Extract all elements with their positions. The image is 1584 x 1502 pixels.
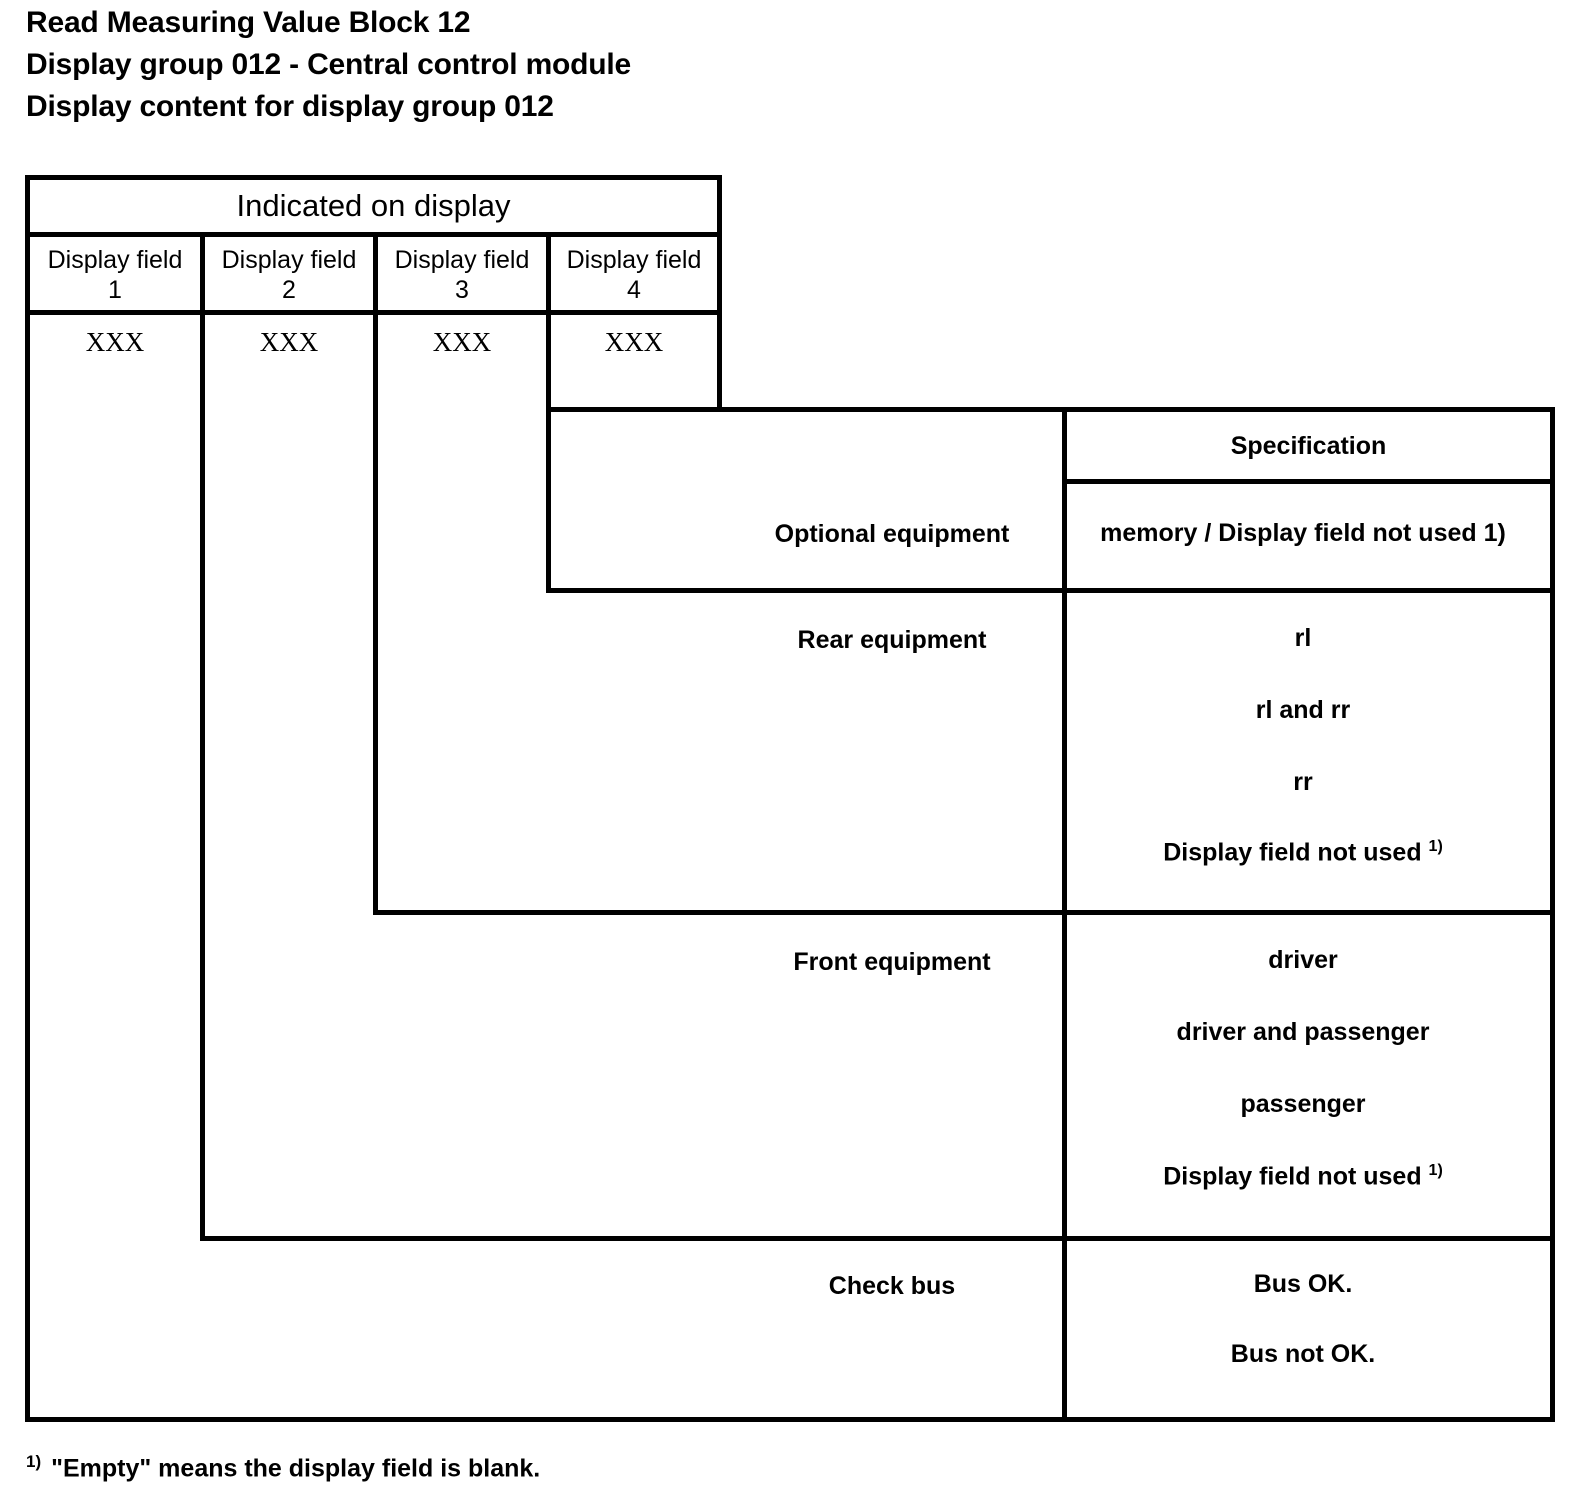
display-field-value-4: XXX <box>604 327 664 357</box>
spec-value-rear-1: rl <box>1067 624 1539 653</box>
display-field-label-2: Display field <box>221 245 357 274</box>
spec-text: rr <box>1293 768 1313 796</box>
spec-text: driver <box>1268 946 1338 974</box>
row-label-front-equipment: Front equipment <box>793 948 991 976</box>
document-heading: Read Measuring Value Block 12 Display gr… <box>26 2 1326 128</box>
group-header-indicated-on-display: Indicated on display <box>236 188 511 223</box>
display-field-label-3: Display field <box>394 245 530 274</box>
spec-value-rear-4: Display field not used 1) <box>1067 838 1539 867</box>
spec-text: memory / Display field not used 1) <box>1100 519 1506 547</box>
border-h-table-bottom <box>25 1417 1555 1422</box>
spec-text: Bus not OK. <box>1230 1340 1376 1368</box>
display-field-header-4: Display field 4 <box>551 239 717 310</box>
spec-value-front-1: driver <box>1067 946 1539 975</box>
footnote-marker: 1) <box>1428 838 1443 855</box>
border-v-col4-right <box>717 175 722 412</box>
display-field-number-1: 1 <box>108 275 122 304</box>
display-field-number-2: 2 <box>282 275 296 304</box>
border-h-optional-rear <box>546 588 1555 593</box>
display-field-value-1: XXX <box>85 327 145 357</box>
spec-text: passenger <box>1240 1090 1366 1118</box>
footnote-marker: 1) <box>26 1452 42 1471</box>
border-h-header-mid <box>25 232 722 237</box>
spec-value-rear-3: rr <box>1067 768 1539 797</box>
border-h-spec-header <box>1062 479 1555 484</box>
display-field-header-3: Display field 3 <box>378 239 546 310</box>
spec-text: rl and rr <box>1255 696 1351 724</box>
display-field-label-4: Display field <box>566 245 702 274</box>
heading-line-1: Read Measuring Value Block 12 <box>26 6 471 39</box>
spec-value-checkbus-2: Bus not OK. <box>1067 1340 1539 1369</box>
spec-value-rear-2: rl and rr <box>1067 696 1539 725</box>
heading-line-2: Display group 012 - Central control modu… <box>26 48 632 81</box>
spec-text: driver and passenger <box>1176 1018 1430 1046</box>
row-label-optional-equipment: Optional equipment <box>774 520 1010 548</box>
spec-value-front-3: passenger <box>1067 1090 1539 1119</box>
border-v-table-right <box>1550 407 1555 1422</box>
border-h-rear-front <box>373 910 1555 915</box>
border-v-col1-col2 <box>200 237 205 1241</box>
row-label-rear-equipment: Rear equipment <box>797 626 987 654</box>
spec-text: rl <box>1294 624 1312 652</box>
display-field-number-4: 4 <box>627 275 641 304</box>
border-h-header-top <box>25 175 722 180</box>
spec-value-checkbus-1: Bus OK. <box>1067 1270 1539 1299</box>
border-v-col1-left <box>25 175 30 1422</box>
display-field-header-1: Display field 1 <box>30 239 200 310</box>
heading-line-3: Display content for display group 012 <box>26 90 554 123</box>
border-v-name-spec <box>1062 407 1067 1422</box>
footnote-text: "Empty" means the display field is blank… <box>51 1454 541 1483</box>
display-field-value-2: XXX <box>259 327 319 357</box>
spec-text: Display field not used <box>1163 1162 1429 1191</box>
spec-value-optional-1: memory / Display field not used 1) <box>1067 519 1539 548</box>
display-field-label-1: Display field <box>47 245 183 274</box>
border-v-col3-col4 <box>546 237 551 593</box>
display-field-value-3: XXX <box>432 327 492 357</box>
row-label-check-bus: Check bus <box>828 1272 956 1300</box>
footnote-marker: 1) <box>1428 1162 1443 1179</box>
border-h-step-field4 <box>546 407 1555 412</box>
border-v-col2-col3 <box>373 237 378 915</box>
spec-text: Display field not used <box>1163 838 1429 867</box>
spec-value-front-2: driver and passenger <box>1067 1018 1539 1047</box>
footnote: 1) "Empty" means the display field is bla… <box>26 1452 540 1483</box>
display-field-number-3: 3 <box>455 275 469 304</box>
spec-text: Bus OK. <box>1253 1270 1353 1298</box>
spec-value-front-4: Display field not used 1) <box>1067 1162 1539 1191</box>
spec-column-header: Specification <box>1230 431 1387 460</box>
display-field-header-2: Display field 2 <box>205 239 373 310</box>
border-h-front-checkbus <box>200 1236 1555 1241</box>
